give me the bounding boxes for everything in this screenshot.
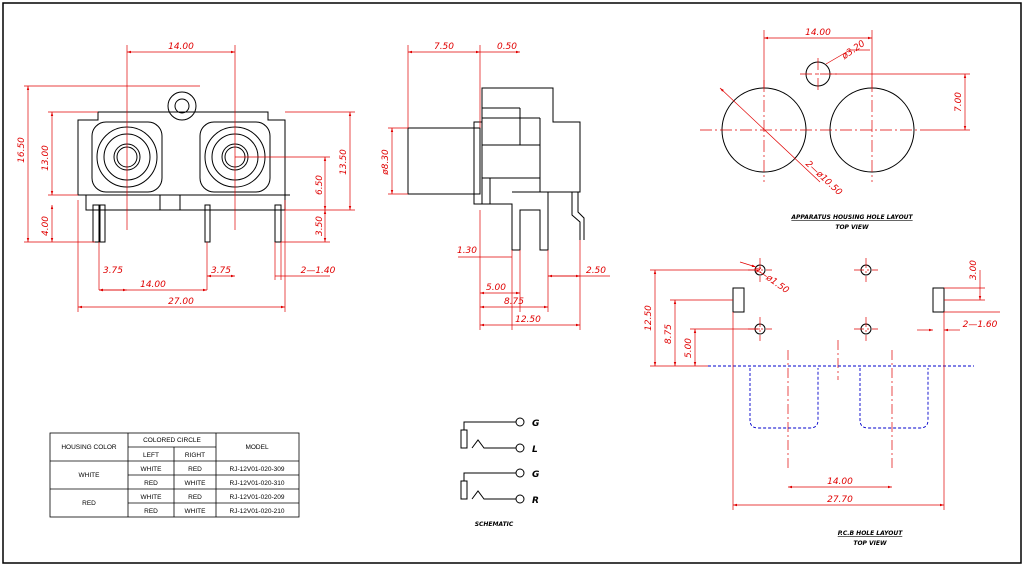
side-view: 7.50 0.50 ø8.30 1.30 5.00 8.75 12.50 2.5… [381, 42, 610, 330]
dim-front-top-width: 14.00 [168, 42, 194, 52]
dim-housing-large-holes: 2—ø10.50 [803, 159, 844, 198]
table-cell-right: WHITE [185, 480, 207, 487]
housing-hole-layout: 14.00 ø3.20 7.00 2—ø10.50 APPARATUS HOUS… [700, 28, 970, 231]
dim-front-height-inner: 13.00 [41, 145, 51, 171]
schematic-symbols [460, 417, 525, 504]
dim-front-height-right: 13.50 [339, 149, 349, 175]
pcb-hidden-outline [708, 365, 974, 429]
housing-hole-labels: 14.00 ø3.20 7.00 2—ø10.50 APPARATUS HOUS… [790, 28, 964, 231]
dim-pcb-hole-spacing: 3.00 [969, 260, 979, 280]
table-cell-model: RJ-12V01-020-309 [230, 466, 285, 473]
dim-side-pin-offset: 1.30 [457, 246, 477, 256]
table-cell-right: WHITE [185, 508, 207, 515]
side-view-outline [407, 87, 585, 251]
dim-front-offset-left: 3.75 [103, 266, 123, 276]
table-header-colored-circle: COLORED CIRCLE [143, 437, 201, 444]
schematic-title: SCHEMATIC [475, 521, 514, 528]
dim-side-front-depth: 7.50 [434, 42, 454, 52]
dim-front-height-outer: 16.50 [17, 137, 27, 163]
model-table: HOUSING COLOR COLORED CIRCLE LEFT RIGHT … [49, 432, 300, 518]
table-cell-right: RED [188, 494, 202, 501]
dim-pcb-pitch: 14.00 [827, 477, 853, 487]
dim-side-pin-b: 8.75 [504, 297, 524, 307]
pcb-hole-layout: 4—ø1.50 3.00 12.50 8.75 5.00 2—1.60 14.0… [644, 258, 1000, 547]
table-cell-left: RED [144, 508, 158, 515]
table-header-left: LEFT [143, 452, 159, 459]
dim-front-pin-width: 2—1.40 [301, 266, 336, 276]
table-cell-housing: WHITE [79, 472, 101, 479]
schematic-label-g1: G [532, 419, 539, 429]
schematic: G L G R SCHEMATIC [460, 417, 539, 528]
dim-housing-height: 7.00 [954, 92, 964, 112]
dim-housing-width: 14.00 [805, 28, 831, 38]
table-cell-left: RED [144, 480, 158, 487]
housing-hole-title: APPARATUS HOUSING HOLE LAYOUT [790, 214, 913, 221]
dim-side-diameter: ø8.30 [381, 149, 391, 176]
table-header-housing: HOUSING COLOR [61, 444, 117, 451]
side-view-dimension-labels: 7.50 0.50 ø8.30 1.30 5.00 8.75 12.50 2.5… [381, 42, 606, 325]
dim-side-pin-right: 2.50 [586, 266, 606, 276]
schematic-label-l: L [532, 445, 538, 455]
pcb-hole-centerlines [748, 258, 893, 470]
pcb-labels: 4—ø1.50 3.00 12.50 8.75 5.00 2—1.60 14.0… [644, 260, 998, 547]
dim-side-total-depth: 12.50 [515, 315, 541, 325]
dim-pcb-total-height: 12.50 [644, 305, 654, 331]
pcb-title: P.C.B HOLE LAYOUT [838, 530, 903, 537]
table-cell-housing: RED [82, 500, 96, 507]
table-cell-model: RJ-12V01-020-209 [230, 494, 285, 501]
table-cell-right: RED [188, 466, 202, 473]
front-view-dimension-labels: 14.00 16.50 13.00 4.00 13.50 6.50 3.50 3… [17, 42, 349, 307]
dim-front-offset-right: 3.75 [211, 266, 231, 276]
dim-pcb-slot-width: 2—1.60 [963, 320, 998, 330]
schematic-label-g2: G [532, 470, 539, 480]
table-cell-left: WHITE [141, 466, 163, 473]
dim-pcb-mid-height: 8.75 [664, 324, 674, 344]
front-view: 14.00 16.50 13.00 4.00 13.50 6.50 3.50 3… [17, 42, 355, 312]
dim-front-mid-right: 6.50 [315, 175, 325, 195]
housing-hole-centerlines [700, 58, 930, 182]
housing-hole-subtitle: TOP VIEW [835, 224, 869, 231]
front-view-outline [77, 91, 290, 243]
pcb-dimension-lines [650, 261, 1000, 510]
dim-side-pin-a: 5.00 [486, 283, 506, 293]
table-cell-left: WHITE [141, 494, 163, 501]
dim-side-flange: 0.50 [497, 42, 517, 52]
front-view-dimension-lines [24, 45, 355, 312]
housing-hole-dimension-lines [719, 30, 970, 183]
dim-front-pin-pitch: 14.00 [140, 280, 166, 290]
dim-housing-small-hole: ø3.20 [840, 39, 868, 63]
dim-pcb-small-holes: 4—ø1.50 [752, 265, 791, 296]
dim-front-pin-height-right: 3.50 [315, 216, 325, 236]
table-header-right: RIGHT [185, 452, 205, 459]
table-header-model: MODEL [245, 444, 269, 451]
pcb-subtitle: TOP VIEW [853, 540, 887, 547]
dim-pcb-total-width: 27.70 [827, 495, 853, 505]
table-cell-model: RJ-12V01-020-210 [230, 508, 285, 515]
schematic-label-r: R [532, 496, 539, 506]
dim-pcb-low-height: 5.00 [684, 338, 694, 358]
side-view-dimension-lines [388, 45, 610, 330]
dim-front-pin-height-left: 4.00 [41, 216, 51, 236]
dim-front-total-width: 27.00 [168, 297, 194, 307]
table-cell-model: RJ-12V01-020-310 [230, 480, 285, 487]
